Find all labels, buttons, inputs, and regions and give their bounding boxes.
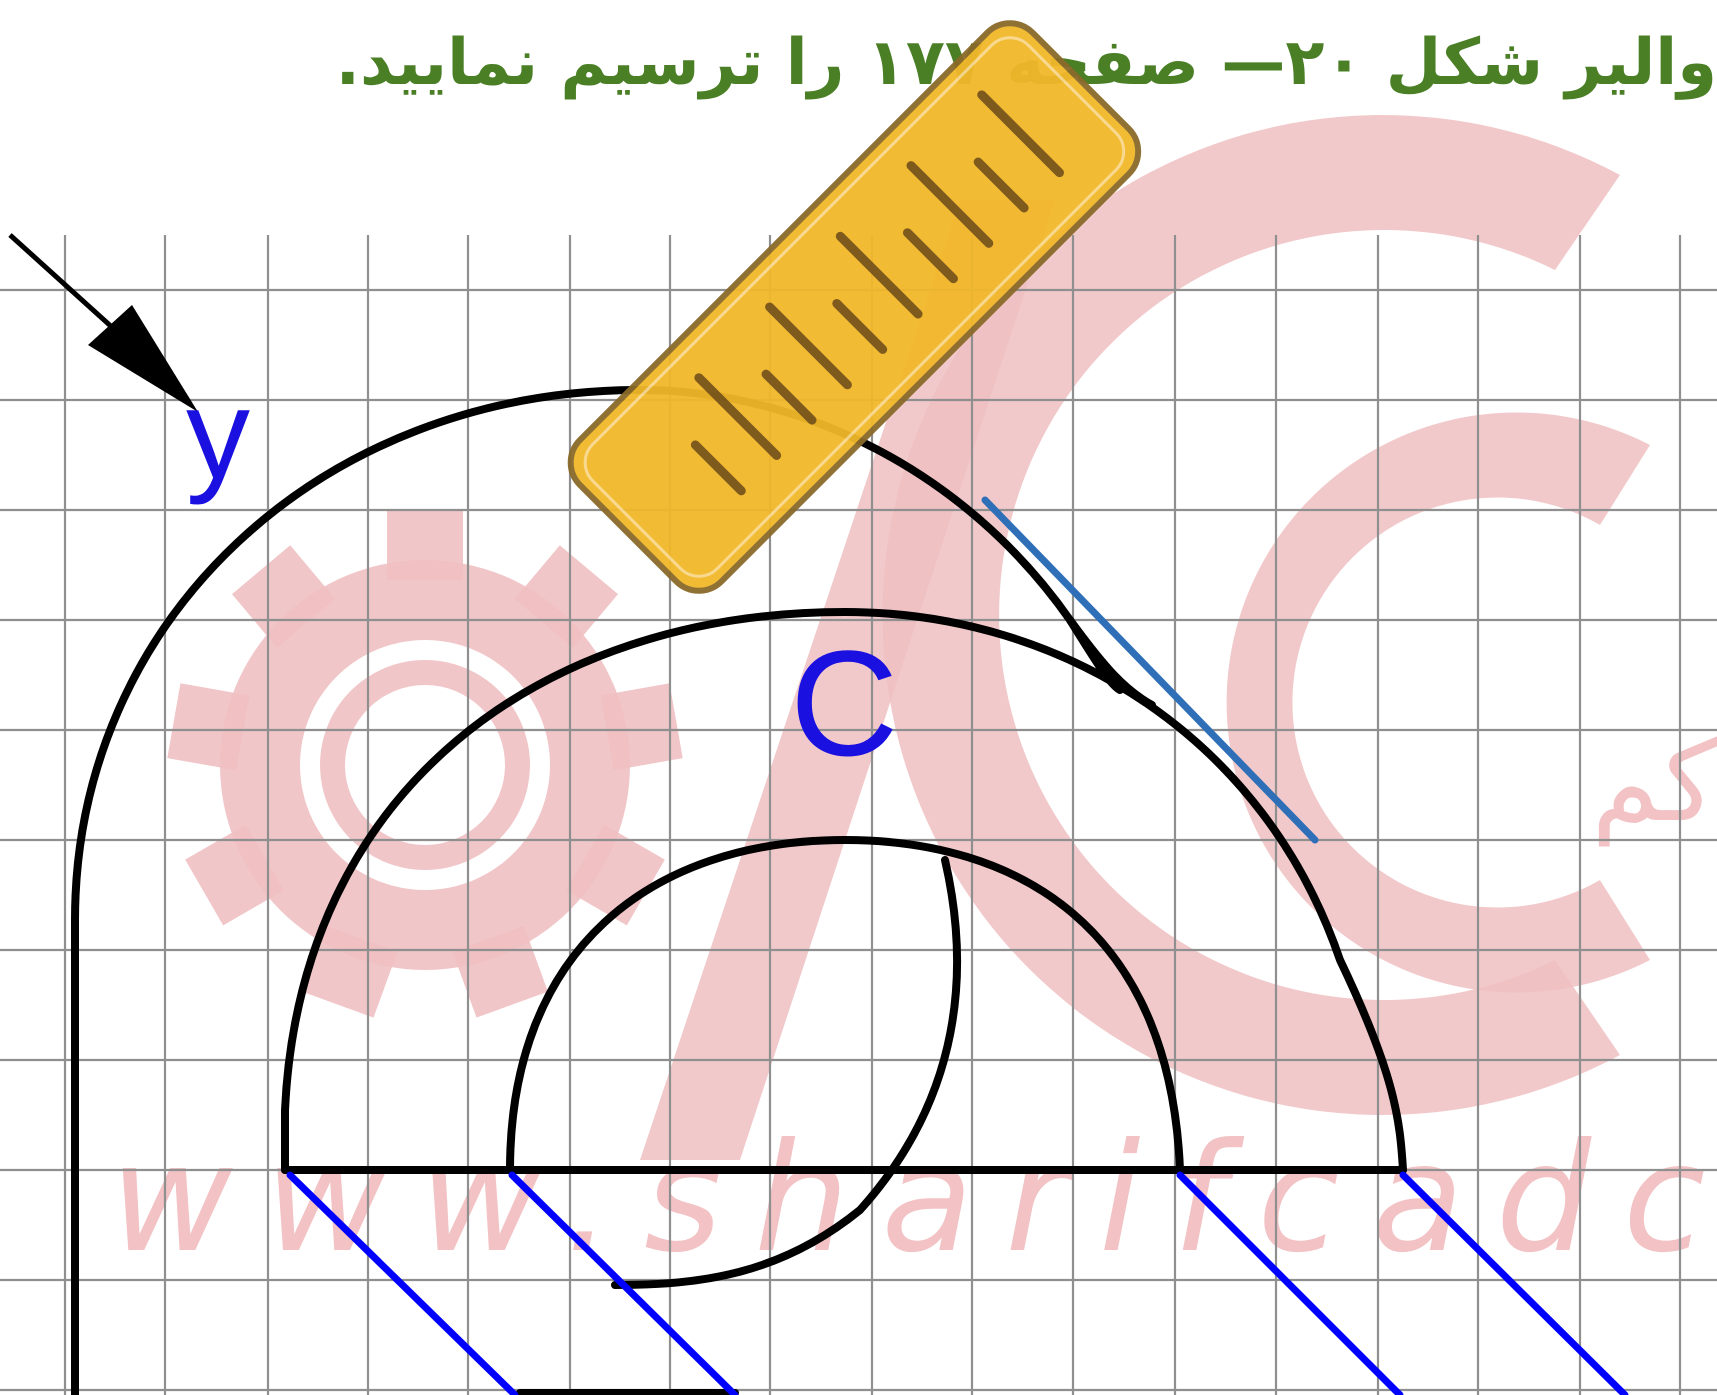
hatch-line <box>1176 1171 1404 1395</box>
hatch-lines <box>286 1171 1629 1395</box>
tangent-hook <box>1066 616 1156 709</box>
gear-logo-icon <box>167 510 683 1018</box>
label-c: C <box>790 619 898 787</box>
middle-arc <box>281 608 1407 1174</box>
label-y: y <box>186 363 250 506</box>
watermark-ring <box>882 114 1620 1115</box>
arrow-icon <box>8 233 198 412</box>
watermark-brand: کم <box>1591 718 1717 847</box>
inner-arc <box>506 836 1184 1174</box>
hatch-line <box>508 1171 739 1395</box>
watermark-c-ring <box>1226 412 1650 993</box>
tangent-line <box>981 496 1319 844</box>
ruler-icon[interactable] <box>557 10 1151 604</box>
hatch-line <box>1399 1171 1629 1395</box>
page-title: والیر شکل ۲۰— صفحه ۱۷۷ را ترسیم نمایید. <box>335 26 1717 100</box>
hatch-line <box>286 1171 519 1395</box>
watermark-slash <box>640 200 1055 1160</box>
lens-curve <box>611 856 962 1289</box>
